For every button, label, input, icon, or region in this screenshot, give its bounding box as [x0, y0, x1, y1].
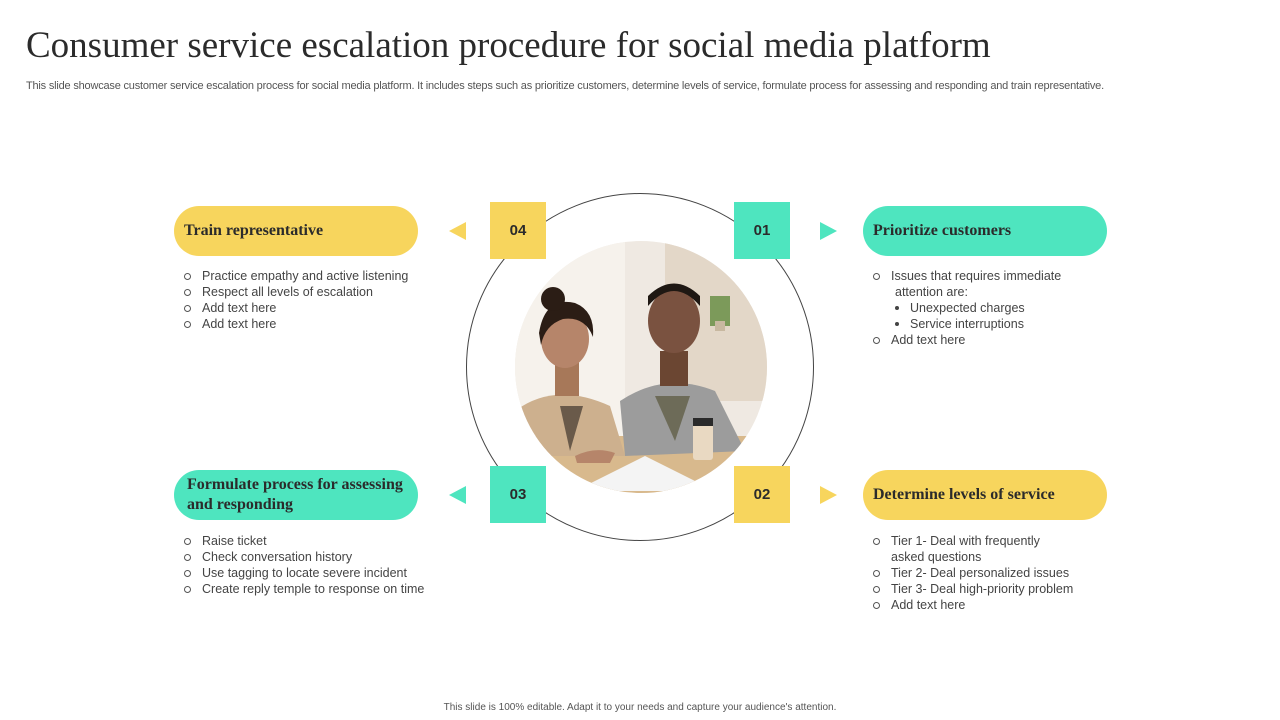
list-item: Tier 2- Deal personalized issues [873, 565, 1073, 581]
list-item: attention are: [895, 285, 968, 299]
list-subitem: Unexpected charges [873, 300, 1061, 316]
list-item: asked questions [891, 550, 982, 564]
list-item: Raise ticket [184, 533, 424, 549]
list-item: Create reply temple to response on time [184, 581, 424, 597]
step-02-title: Determine levels of service [873, 486, 1055, 503]
step-03-number: 03 [509, 486, 527, 503]
step-04-title: Train representative [184, 222, 324, 239]
step-04-number-box: 04 [490, 202, 546, 259]
step-04-arrow-icon [449, 222, 466, 240]
step-01-title-pill: Prioritize customers [863, 206, 1107, 256]
list-item: Tier 1- Deal with frequently [873, 533, 1073, 549]
step-03-title: Formulate process for assessing and resp… [187, 476, 403, 513]
list-item: Add text here [873, 597, 1073, 613]
step-03-title-pill: Formulate process for assessing and resp… [174, 470, 418, 520]
step-02-number-box: 02 [734, 466, 790, 523]
list-item: Practice empathy and active listening [184, 268, 408, 284]
center-ring [466, 193, 814, 541]
slide-title: Consumer service escalation procedure fo… [26, 25, 991, 66]
list-item: Add text here [873, 332, 1061, 348]
list-item: Add text here [184, 300, 408, 316]
step-04-number: 04 [509, 222, 527, 239]
step-02-arrow-icon [820, 486, 837, 504]
step-01-title: Prioritize customers [873, 222, 1012, 239]
step-02-list: Tier 1- Deal with frequently asked quest… [873, 533, 1073, 613]
step-01-list: Issues that requires immediate attention… [873, 268, 1061, 348]
step-01-number-box: 01 [734, 202, 790, 259]
list-item: Add text here [184, 316, 408, 332]
center-photo [515, 241, 767, 493]
step-02-number: 02 [753, 486, 771, 503]
step-03-arrow-icon [449, 486, 466, 504]
list-item: Respect all levels of escalation [184, 284, 408, 300]
list-subitem: Service interruptions [873, 316, 1061, 332]
step-03-list: Raise ticket Check conversation history … [184, 533, 424, 597]
step-04-title-pill: Train representative [174, 206, 418, 256]
step-04-list: Practice empathy and active listening Re… [184, 268, 408, 332]
step-02-title-pill: Determine levels of service [863, 470, 1107, 520]
slide-footer: This slide is 100% editable. Adapt it to… [443, 702, 837, 713]
list-item: Use tagging to locate severe incident [184, 565, 424, 581]
list-item: Tier 3- Deal high-priority problem [873, 581, 1073, 597]
step-01-arrow-icon [820, 222, 837, 240]
slide-subtitle: This slide showcase customer service esc… [26, 80, 1104, 92]
step-03-number-box: 03 [490, 466, 546, 523]
step-01-number: 01 [753, 222, 771, 239]
list-item: Check conversation history [184, 549, 424, 565]
list-item: Issues that requires immediate [873, 268, 1061, 284]
